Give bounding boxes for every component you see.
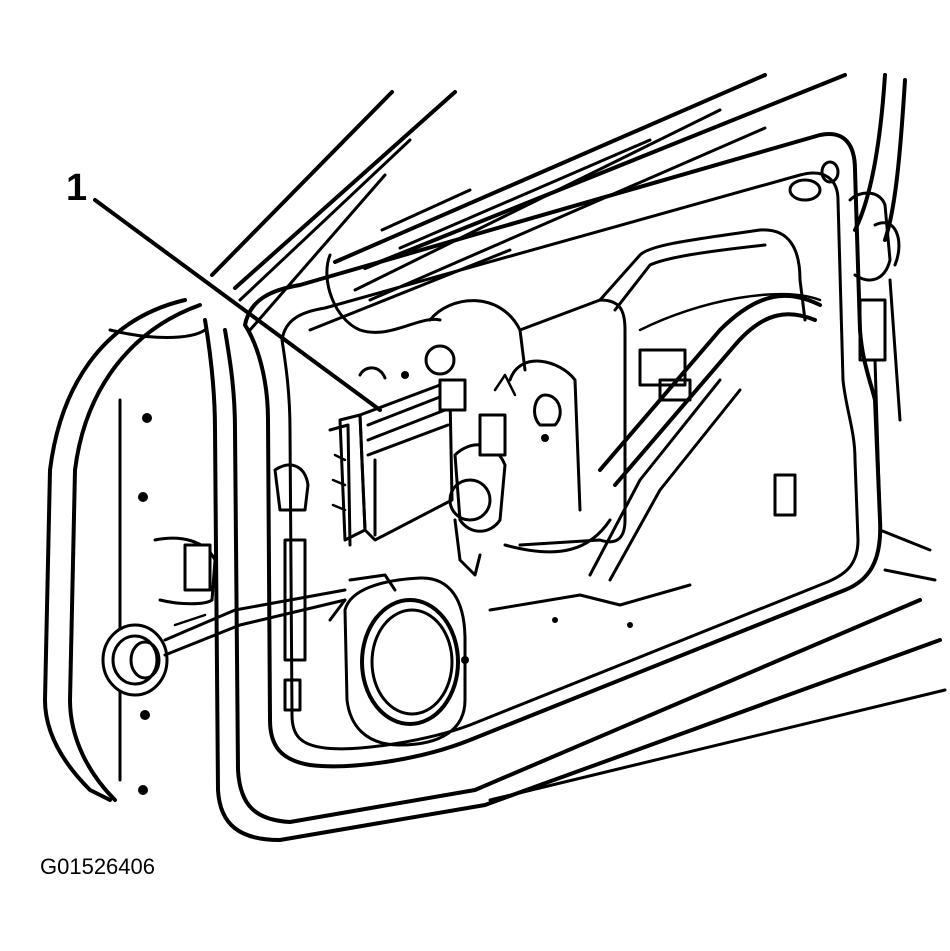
hinge-latch bbox=[848, 73, 907, 522]
windshield-pillar bbox=[210, 90, 457, 332]
door-outer-skin bbox=[203, 318, 947, 842]
callout-leader-1 bbox=[93, 198, 382, 412]
hinge-pillar bbox=[43, 298, 217, 802]
window-frame bbox=[308, 73, 847, 332]
speaker bbox=[283, 538, 469, 747]
door-module bbox=[325, 253, 527, 577]
window-regulator bbox=[503, 228, 822, 582]
door-details bbox=[273, 160, 840, 628]
harness-grommet bbox=[101, 588, 347, 697]
figure-id: G01526406 bbox=[40, 854, 155, 879]
callout-number-1: 1 bbox=[66, 167, 87, 209]
regulator-plate bbox=[508, 298, 692, 547]
door-inner-panel bbox=[243, 132, 883, 769]
